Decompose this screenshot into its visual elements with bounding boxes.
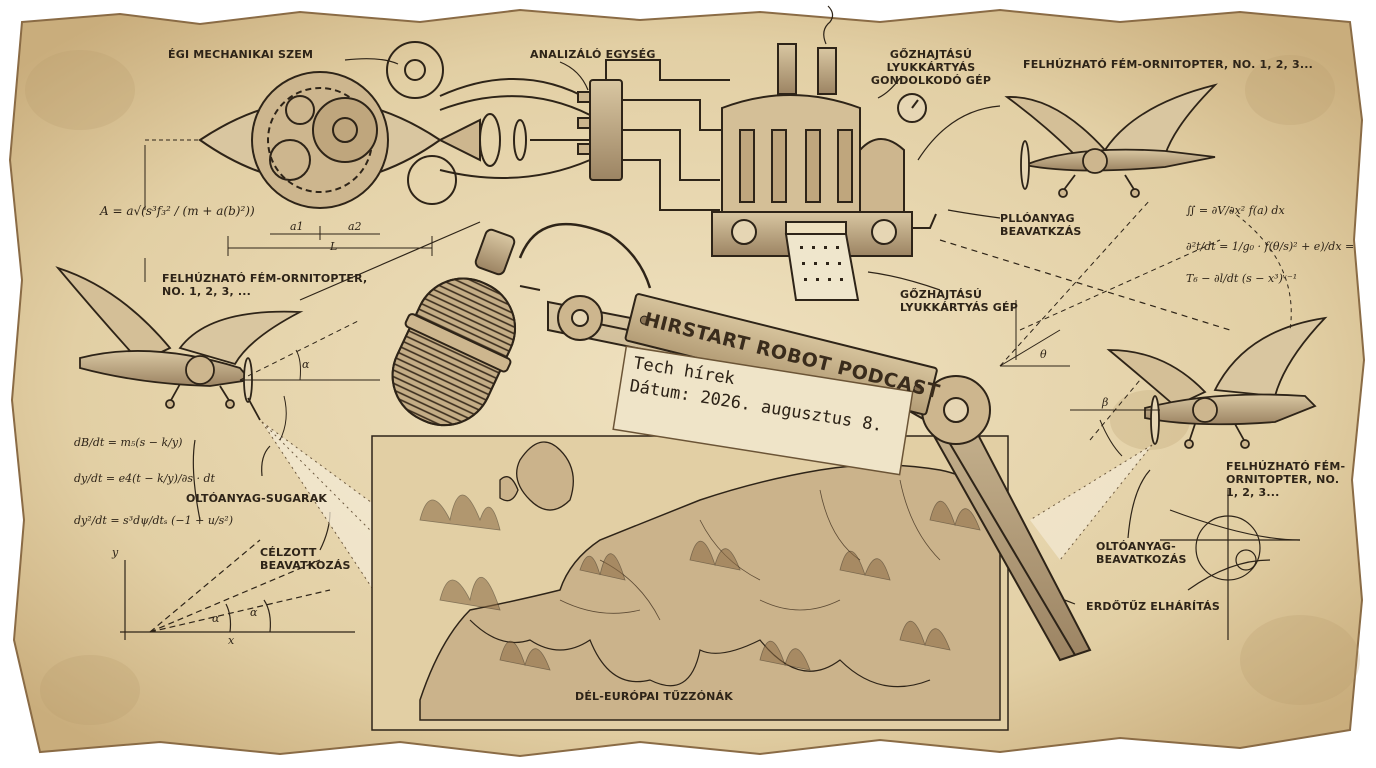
label-targeted: CÉLZOTT BEAVATKOZÁS <box>260 546 351 572</box>
angle-alpha-top: α <box>302 358 310 371</box>
ornithopter-icon <box>1106 316 1328 449</box>
spray-jet-left-dots <box>261 421 471 601</box>
label-spray-right: OLTÓANYAG-BEAVATKOZÁS <box>1096 540 1187 566</box>
equation-right-2: ∂²t/dt = 1/g₀ · f(θ/s)² + e)/dx = <box>1186 240 1355 253</box>
ornithopter-icon <box>55 266 304 421</box>
label-eye: ÉGI MECHANIKAI SZEM <box>168 48 314 61</box>
wildfire-flames <box>419 494 981 671</box>
angle-alpha-plot-2: α <box>250 606 258 619</box>
dim-a1: a1 <box>290 220 304 233</box>
angle-diagram-beta <box>1070 379 1160 457</box>
europe-map-icon <box>371 435 1009 731</box>
spray-jet-right <box>1030 445 1152 560</box>
label-wildfire: ERDŐTŰZ ELHÁRÍTÁS <box>1086 600 1220 613</box>
angle-theta: θ <box>1040 348 1047 361</box>
label-ornithopter-left: FELHÚZHATÓ FÉM-ORNITOPTER, No. 1, 2, 3, … <box>162 272 368 298</box>
microphone-icon <box>391 222 652 427</box>
label-spray-left: OLTÓANYAG-SUGARAK <box>186 492 328 505</box>
angle-diagram-theta <box>999 199 1292 367</box>
crosshair-diagram <box>1160 490 1301 640</box>
angle-alpha-plot-1: α <box>212 612 220 625</box>
junction-box-icon <box>577 59 730 211</box>
equation-left-3: dy²/dt = s³dψ/dtₛ (−1 + u/s²) <box>74 514 233 527</box>
equation-right-3: T₆ − ∂l/dt (s − x³)ᵛ⁻¹ <box>1186 272 1298 285</box>
equation-area: A = a√(s³f₃² / (m + a(b)²)) <box>100 204 255 218</box>
eye-dimensions <box>144 139 433 282</box>
equation-left-2: dy/dt = e4(t − k/y)/∂s · dt <box>74 472 215 485</box>
label-steam-machine: GŐZHAJTÁSÚ LYUKKÁRTYÁS GONDOLKODÓ GÉP <box>870 48 992 87</box>
angle-diagram-alpha <box>239 319 380 441</box>
steam-engine-icon <box>711 5 937 301</box>
label-fluid-intervention: PLLÓANYAG BEAVATKZÁS <box>1000 212 1082 238</box>
equation-right-1: ∬ = ∂V/∂x² f(a) dx <box>1186 204 1285 217</box>
leader-lines <box>192 58 1231 605</box>
axis-y: y <box>112 546 119 559</box>
ornithopter-icon <box>1004 83 1218 198</box>
equation-left-1: dB/dt = m₅(s − k/y) <box>74 436 183 449</box>
angle-beta: β <box>1102 396 1109 409</box>
label-punchcard-machine: GŐZHAJTÁSÚ LYUKKÁRTYÁS GÉP <box>900 288 1019 314</box>
mechanical-eye-icon <box>198 41 591 209</box>
dim-a2: a2 <box>348 220 362 233</box>
axis-x: x <box>228 634 235 647</box>
date-tag <box>612 345 914 476</box>
label-ornithopter-top-right: FELHÚZHATÓ FÉM-ORNITOPTER, No. 1, 2, 3..… <box>1023 58 1314 71</box>
label-analyzer: ANALIZÁLÓ EGYSÉG <box>530 48 656 61</box>
label-ornithopter-right: FELHÚZHATÓ FÉM-ORNITOPTER, No. 1, 2, 3..… <box>1226 460 1346 499</box>
dim-L: L <box>330 240 338 253</box>
spray-jet-right-dots <box>1029 444 1153 561</box>
label-zone: DÉL-EURÓPAI TŰZZÓNÁK <box>575 690 733 703</box>
coordinate-plot <box>120 539 355 640</box>
